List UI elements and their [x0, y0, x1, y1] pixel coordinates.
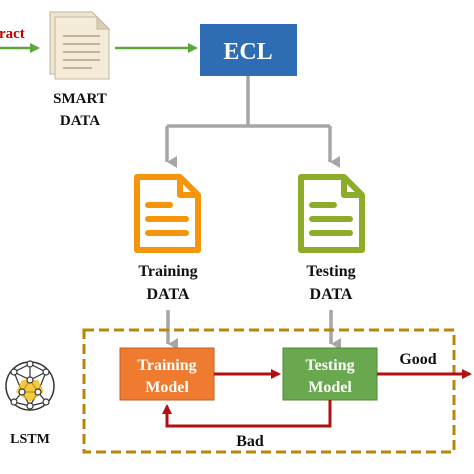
ecl-split-connector	[165, 76, 340, 168]
lstm-network-icon	[5, 360, 55, 411]
lstm-label: LSTM	[10, 432, 50, 447]
ecl-box	[200, 24, 297, 76]
training-model-label-line1: Training	[137, 357, 196, 374]
smart-data-label-line1: SMART	[53, 91, 107, 107]
smart-data-label-line2: DATA	[60, 113, 100, 129]
good-label: Good	[399, 351, 436, 368]
testing-data-label-line1: Testing	[306, 263, 355, 280]
testing-model-label-line2: Model	[308, 379, 352, 396]
training-model-box	[119, 347, 215, 401]
document-icon	[49, 11, 111, 80]
bad-feedback-arrow	[162, 400, 332, 428]
training-model-label-line2: Model	[145, 379, 189, 396]
training-data-doc-icon	[134, 174, 201, 253]
testing-model-box	[282, 347, 378, 401]
model-loop-frame	[82, 328, 456, 454]
bad-label: Bad	[236, 433, 264, 450]
testing-data-label-line2: DATA	[310, 286, 353, 303]
testing-model-label-line1: Testing	[305, 357, 354, 374]
training-data-label-line1: Training	[138, 263, 197, 280]
training-data-label-line2: DATA	[147, 286, 190, 303]
ecl-label: ECL	[223, 39, 272, 65]
testing-data-doc-icon	[298, 174, 365, 253]
extract-label: tract	[0, 26, 25, 42]
